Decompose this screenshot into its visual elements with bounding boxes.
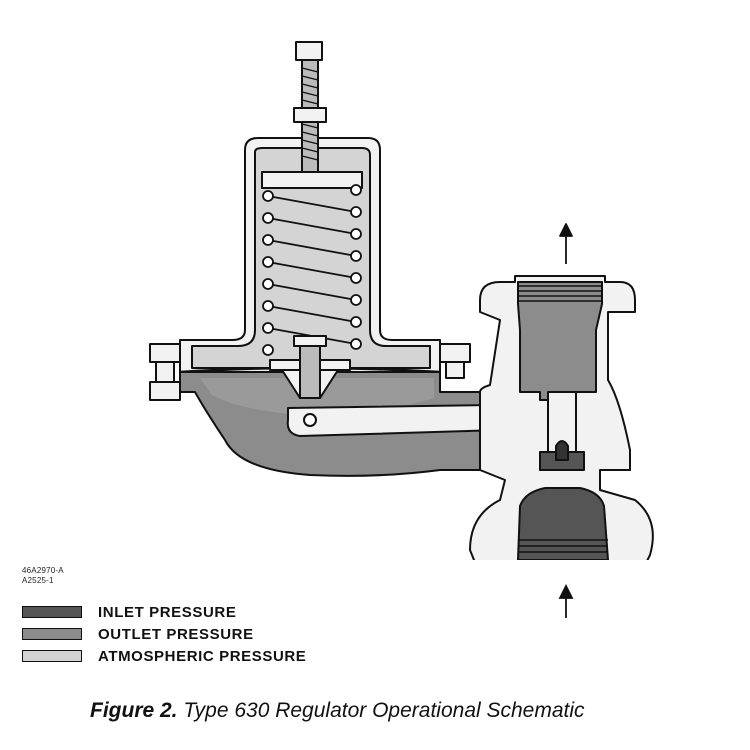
- figure-title: Type 630 Regulator Operational Schematic: [183, 699, 585, 722]
- legend: INLET PRESSURE OUTLET PRESSURE ATMOSPHER…: [22, 601, 306, 667]
- legend-item-atmospheric: ATMOSPHERIC PRESSURE: [22, 645, 306, 667]
- outlet-threads: [518, 285, 602, 302]
- upper-spring-seat: [261, 171, 363, 189]
- legend-label: OUTLET PRESSURE: [98, 625, 254, 643]
- ref-code-2: A2525-1: [22, 576, 54, 585]
- figure-caption: Figure 2. Type 630 Regulator Operational…: [90, 699, 585, 723]
- legend-label: ATMOSPHERIC PRESSURE: [98, 647, 307, 665]
- spring: [262, 184, 362, 356]
- reference-codes: 46A2970-A A2525-1: [22, 566, 64, 586]
- figure-number: Figure 2.: [90, 699, 178, 722]
- screw-lock-nut: [293, 107, 327, 123]
- legend-label: INLET PRESSURE: [98, 603, 237, 621]
- lever-pivot-left: [303, 413, 317, 427]
- legend-swatch-outlet: [22, 628, 82, 640]
- atmospheric-chamber: [191, 147, 431, 369]
- ref-code-1: 46A2970-A: [22, 566, 64, 575]
- casing-bolts-left: [149, 343, 181, 401]
- inlet-passage: [517, 487, 609, 560]
- adjusting-screw-nut: [295, 41, 323, 61]
- legend-swatch-inlet: [22, 606, 82, 618]
- regulator-schematic: [149, 41, 654, 560]
- diaphragm-bolt-head: [293, 335, 327, 347]
- orifice: [555, 440, 569, 461]
- outlet-passage: [517, 281, 603, 401]
- legend-item-outlet: OUTLET PRESSURE: [22, 623, 306, 645]
- inlet-threads: [518, 539, 608, 553]
- legend-item-inlet: INLET PRESSURE: [22, 601, 306, 623]
- casing-bolts-right: [439, 343, 471, 379]
- outlet-flow-arrow: [559, 223, 573, 264]
- legend-swatch-atmospheric: [22, 650, 82, 662]
- diaphragm-bolt: [299, 341, 321, 399]
